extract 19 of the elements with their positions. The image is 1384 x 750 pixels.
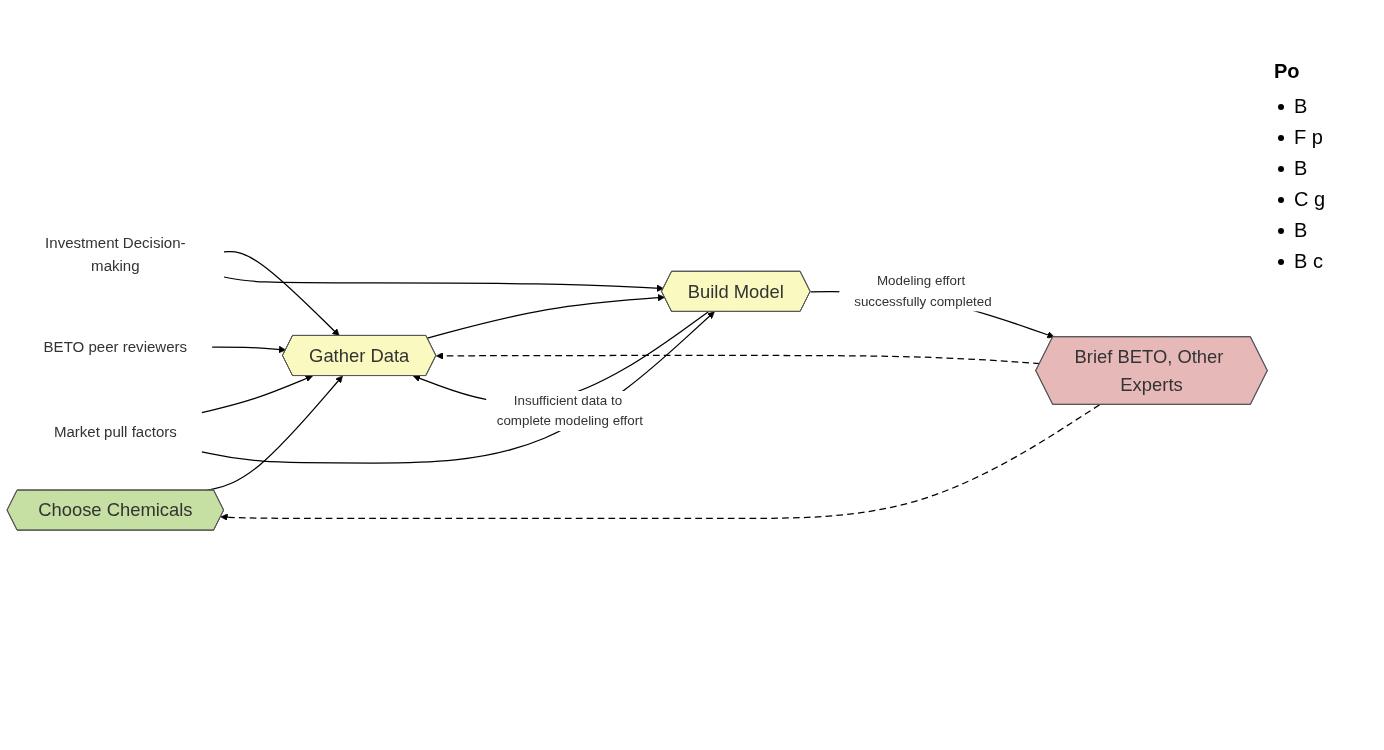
- node-text: BETO peer reviewers: [43, 338, 188, 356]
- bullet-item: B: [1294, 219, 1308, 242]
- edge-label: Insufficient data to complete modeling effort: [496, 393, 643, 428]
- bullet-item: F p: [1294, 126, 1323, 149]
- node-text: Investment Decision-making: [45, 234, 186, 275]
- arrow: [426, 294, 665, 339]
- arrow: [223, 276, 664, 292]
- arrow: [220, 404, 1101, 521]
- edge-label: Modeling effort successfully completed: [854, 273, 992, 309]
- bullet-item: B: [1294, 95, 1308, 118]
- node-text: Market pull factors: [53, 424, 177, 441]
- bullet-item: C g: [1294, 188, 1326, 211]
- arrow: [211, 345, 287, 354]
- arrow: [201, 375, 313, 414]
- bullet-item: B: [1294, 157, 1308, 180]
- arrow: [435, 352, 1041, 365]
- arrow: [223, 251, 340, 337]
- panel-heading: Po: [1274, 60, 1301, 83]
- bullet-item: B c: [1294, 250, 1323, 273]
